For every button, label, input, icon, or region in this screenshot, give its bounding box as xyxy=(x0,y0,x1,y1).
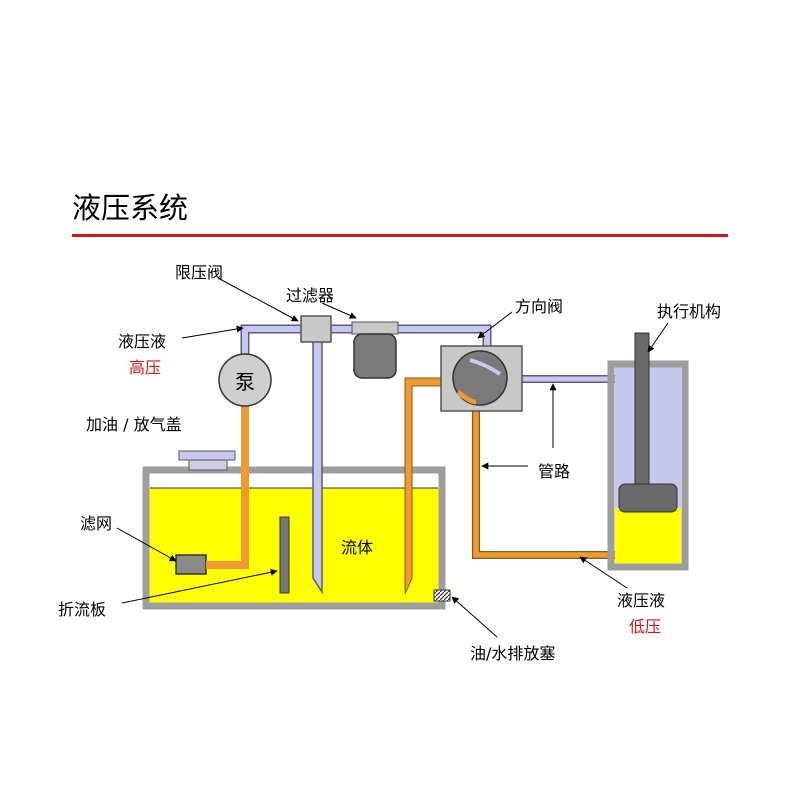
label-hp-fluid: 液压液 xyxy=(118,332,166,351)
label-filter: 过滤器 xyxy=(286,286,334,305)
leader-lines xyxy=(116,277,669,638)
piston-rod xyxy=(634,332,650,496)
direction-valve xyxy=(440,345,523,412)
strainer xyxy=(175,554,207,575)
pump: 泵 xyxy=(218,353,272,407)
tank-fluid xyxy=(146,488,442,606)
relief-return-line xyxy=(312,337,323,595)
pump-label: 泵 xyxy=(235,370,255,394)
label-pipe: 管路 xyxy=(538,462,570,481)
low-pressure-line xyxy=(473,402,616,558)
page-title: 液压系统 xyxy=(72,191,188,225)
label-baffle: 折流板 xyxy=(58,600,106,619)
label-filler-cap: 加油 / 放气盖 xyxy=(86,415,182,434)
suction-line xyxy=(206,398,249,569)
drain-plug xyxy=(433,589,451,602)
label-high-pressure: 高压 xyxy=(129,358,161,377)
label-low-pressure: 低压 xyxy=(629,617,661,636)
label-relief-valve: 限压阀 xyxy=(175,263,223,282)
relief-valve xyxy=(300,315,332,343)
label-drain-plug: 油/水排放塞 xyxy=(470,644,555,663)
filler-cap xyxy=(178,450,236,471)
label-actuator: 执行机构 xyxy=(657,302,721,321)
label-strainer: 滤网 xyxy=(80,514,112,533)
actuator-cylinder xyxy=(607,332,689,571)
title-underline xyxy=(72,234,728,237)
label-direction-valve: 方向阀 xyxy=(515,297,563,316)
reservoir-tank xyxy=(142,466,446,610)
label-lp-fluid: 液压液 xyxy=(617,591,665,610)
piston-head xyxy=(618,483,678,513)
baffle-plate xyxy=(279,516,290,594)
filter xyxy=(351,321,399,379)
label-fluid: 流体 xyxy=(341,538,373,557)
